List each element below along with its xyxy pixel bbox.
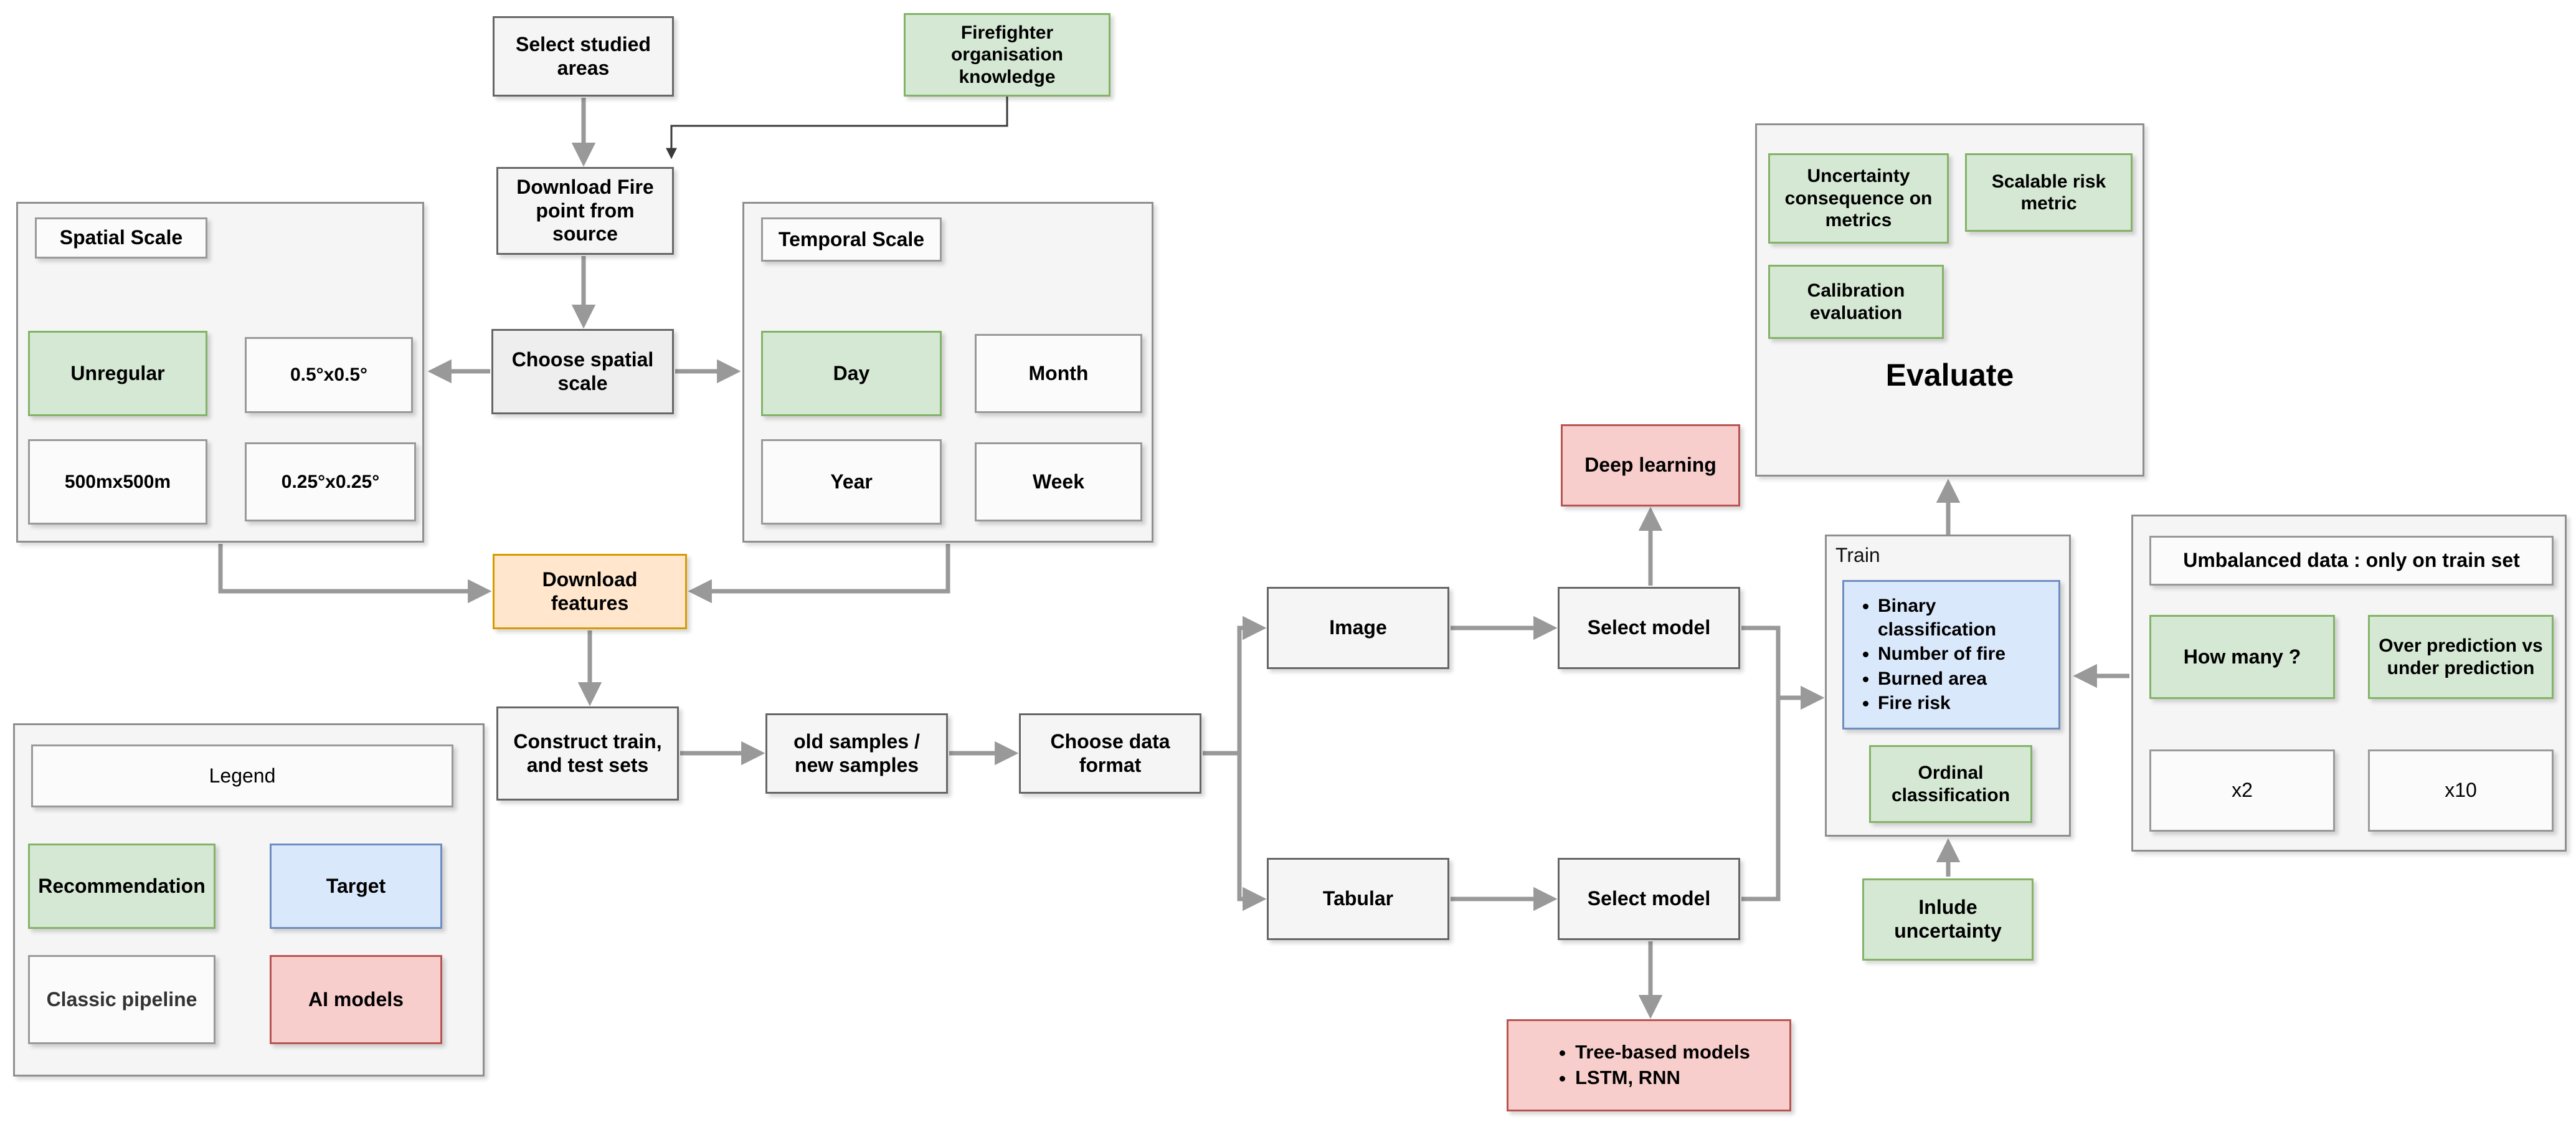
connector-firefighter-to-firepoint xyxy=(666,97,1008,159)
evaluate-panel: Uncertainty consequence on metrics Scala… xyxy=(1755,123,2144,477)
connector-format-to-image xyxy=(1203,616,1267,756)
node-tabular: Tabular xyxy=(1267,858,1449,940)
node-download-fire-point: Download Fire point from source xyxy=(496,167,674,255)
legend-ai-models: AI models xyxy=(270,955,442,1044)
node-how-many: How many ? xyxy=(2149,615,2335,699)
option-025x025: 0.25°x0.25° xyxy=(245,442,416,521)
umbalanced-title: Umbalanced data : only on train set xyxy=(2149,536,2554,586)
node-firefighter-knowledge: Firefighter organisation knowledge xyxy=(904,13,1110,97)
node-construct-sets: Construct train, and test sets xyxy=(496,706,679,801)
legend-panel: Legend Recommendation Target Classic pip… xyxy=(13,723,485,1077)
node-scalable-risk-metric: Scalable risk metric xyxy=(1965,153,2133,232)
spatial-scale-panel: Spatial Scale Unregular 0.5°x0.5° 500mx5… xyxy=(16,202,424,543)
evaluate-title: Evaluate xyxy=(1885,358,2014,392)
train-target-item: Burned area xyxy=(1878,667,2052,691)
legend-classic-pipeline: Classic pipeline xyxy=(28,955,215,1044)
legend-title: Legend xyxy=(31,744,453,807)
option-year: Year xyxy=(761,439,942,525)
option-unregular: Unregular xyxy=(28,331,207,416)
node-select-studied-areas: Select studied areas xyxy=(493,16,674,97)
node-include-uncertainty: Inlude uncertainty xyxy=(1862,878,2034,961)
temporal-scale-title: Temporal Scale xyxy=(761,217,942,262)
node-choose-spatial-scale: Choose spatial scale xyxy=(491,329,674,414)
node-ordinal-classification: Ordinal classification xyxy=(1869,745,2032,823)
train-targets-list: Binary classification Number of fire Bur… xyxy=(1850,593,2052,716)
train-title: Train xyxy=(1835,544,1880,566)
connector-spatial-to-features xyxy=(218,544,492,604)
node-x2: x2 xyxy=(2149,749,2335,832)
connector-selectmodel-tabular-merge xyxy=(1741,695,1781,901)
temporal-scale-panel: Temporal Scale Day Month Year Week xyxy=(742,202,1153,543)
option-month: Month xyxy=(975,334,1142,413)
train-panel: Train Binary classification Number of fi… xyxy=(1825,535,2071,837)
option-day: Day xyxy=(761,331,942,416)
node-image: Image xyxy=(1267,587,1449,669)
train-target-item: Fire risk xyxy=(1878,692,2052,715)
umbalanced-panel: Umbalanced data : only on train set How … xyxy=(2131,515,2567,852)
node-download-features: Download features xyxy=(493,554,687,629)
legend-recommendation: Recommendation xyxy=(28,844,215,929)
option-week: Week xyxy=(975,442,1142,521)
tabular-models-list: Tree-based models LSTM, RNN xyxy=(1548,1039,1750,1091)
connector-temporal-to-features xyxy=(688,544,950,604)
spatial-scale-title: Spatial Scale xyxy=(35,217,207,259)
node-deep-learning: Deep learning xyxy=(1561,424,1740,506)
node-tabular-models: Tree-based models LSTM, RNN xyxy=(1507,1019,1791,1111)
option-500mx500m: 500mx500m xyxy=(28,439,207,525)
node-select-model-tabular: Select model xyxy=(1558,858,1740,940)
tabular-model-item: Tree-based models xyxy=(1575,1040,1750,1065)
connector-selectmodel-image-to-train xyxy=(1741,625,1825,710)
option-05x05: 0.5°x0.5° xyxy=(245,337,413,413)
train-target-item: Binary classification xyxy=(1878,594,2052,641)
train-targets-box: Binary classification Number of fire Bur… xyxy=(1842,580,2060,730)
node-select-model-image: Select model xyxy=(1558,587,1740,669)
train-target-item: Number of fire xyxy=(1878,642,2052,666)
node-choose-data-format: Choose data format xyxy=(1019,713,1201,794)
node-x10: x10 xyxy=(2368,749,2554,832)
node-uncertainty-metrics: Uncertainty consequence on metrics xyxy=(1768,153,1949,244)
tabular-model-item: LSTM, RNN xyxy=(1575,1066,1750,1090)
node-old-new-samples: old samples / new samples xyxy=(765,713,948,794)
legend-target: Target xyxy=(270,844,442,929)
connector-format-to-tabular xyxy=(1237,753,1267,911)
node-over-under-prediction: Over prediction vs under prediction xyxy=(2368,615,2554,699)
node-calibration-evaluation: Calibration evaluation xyxy=(1768,265,1944,339)
